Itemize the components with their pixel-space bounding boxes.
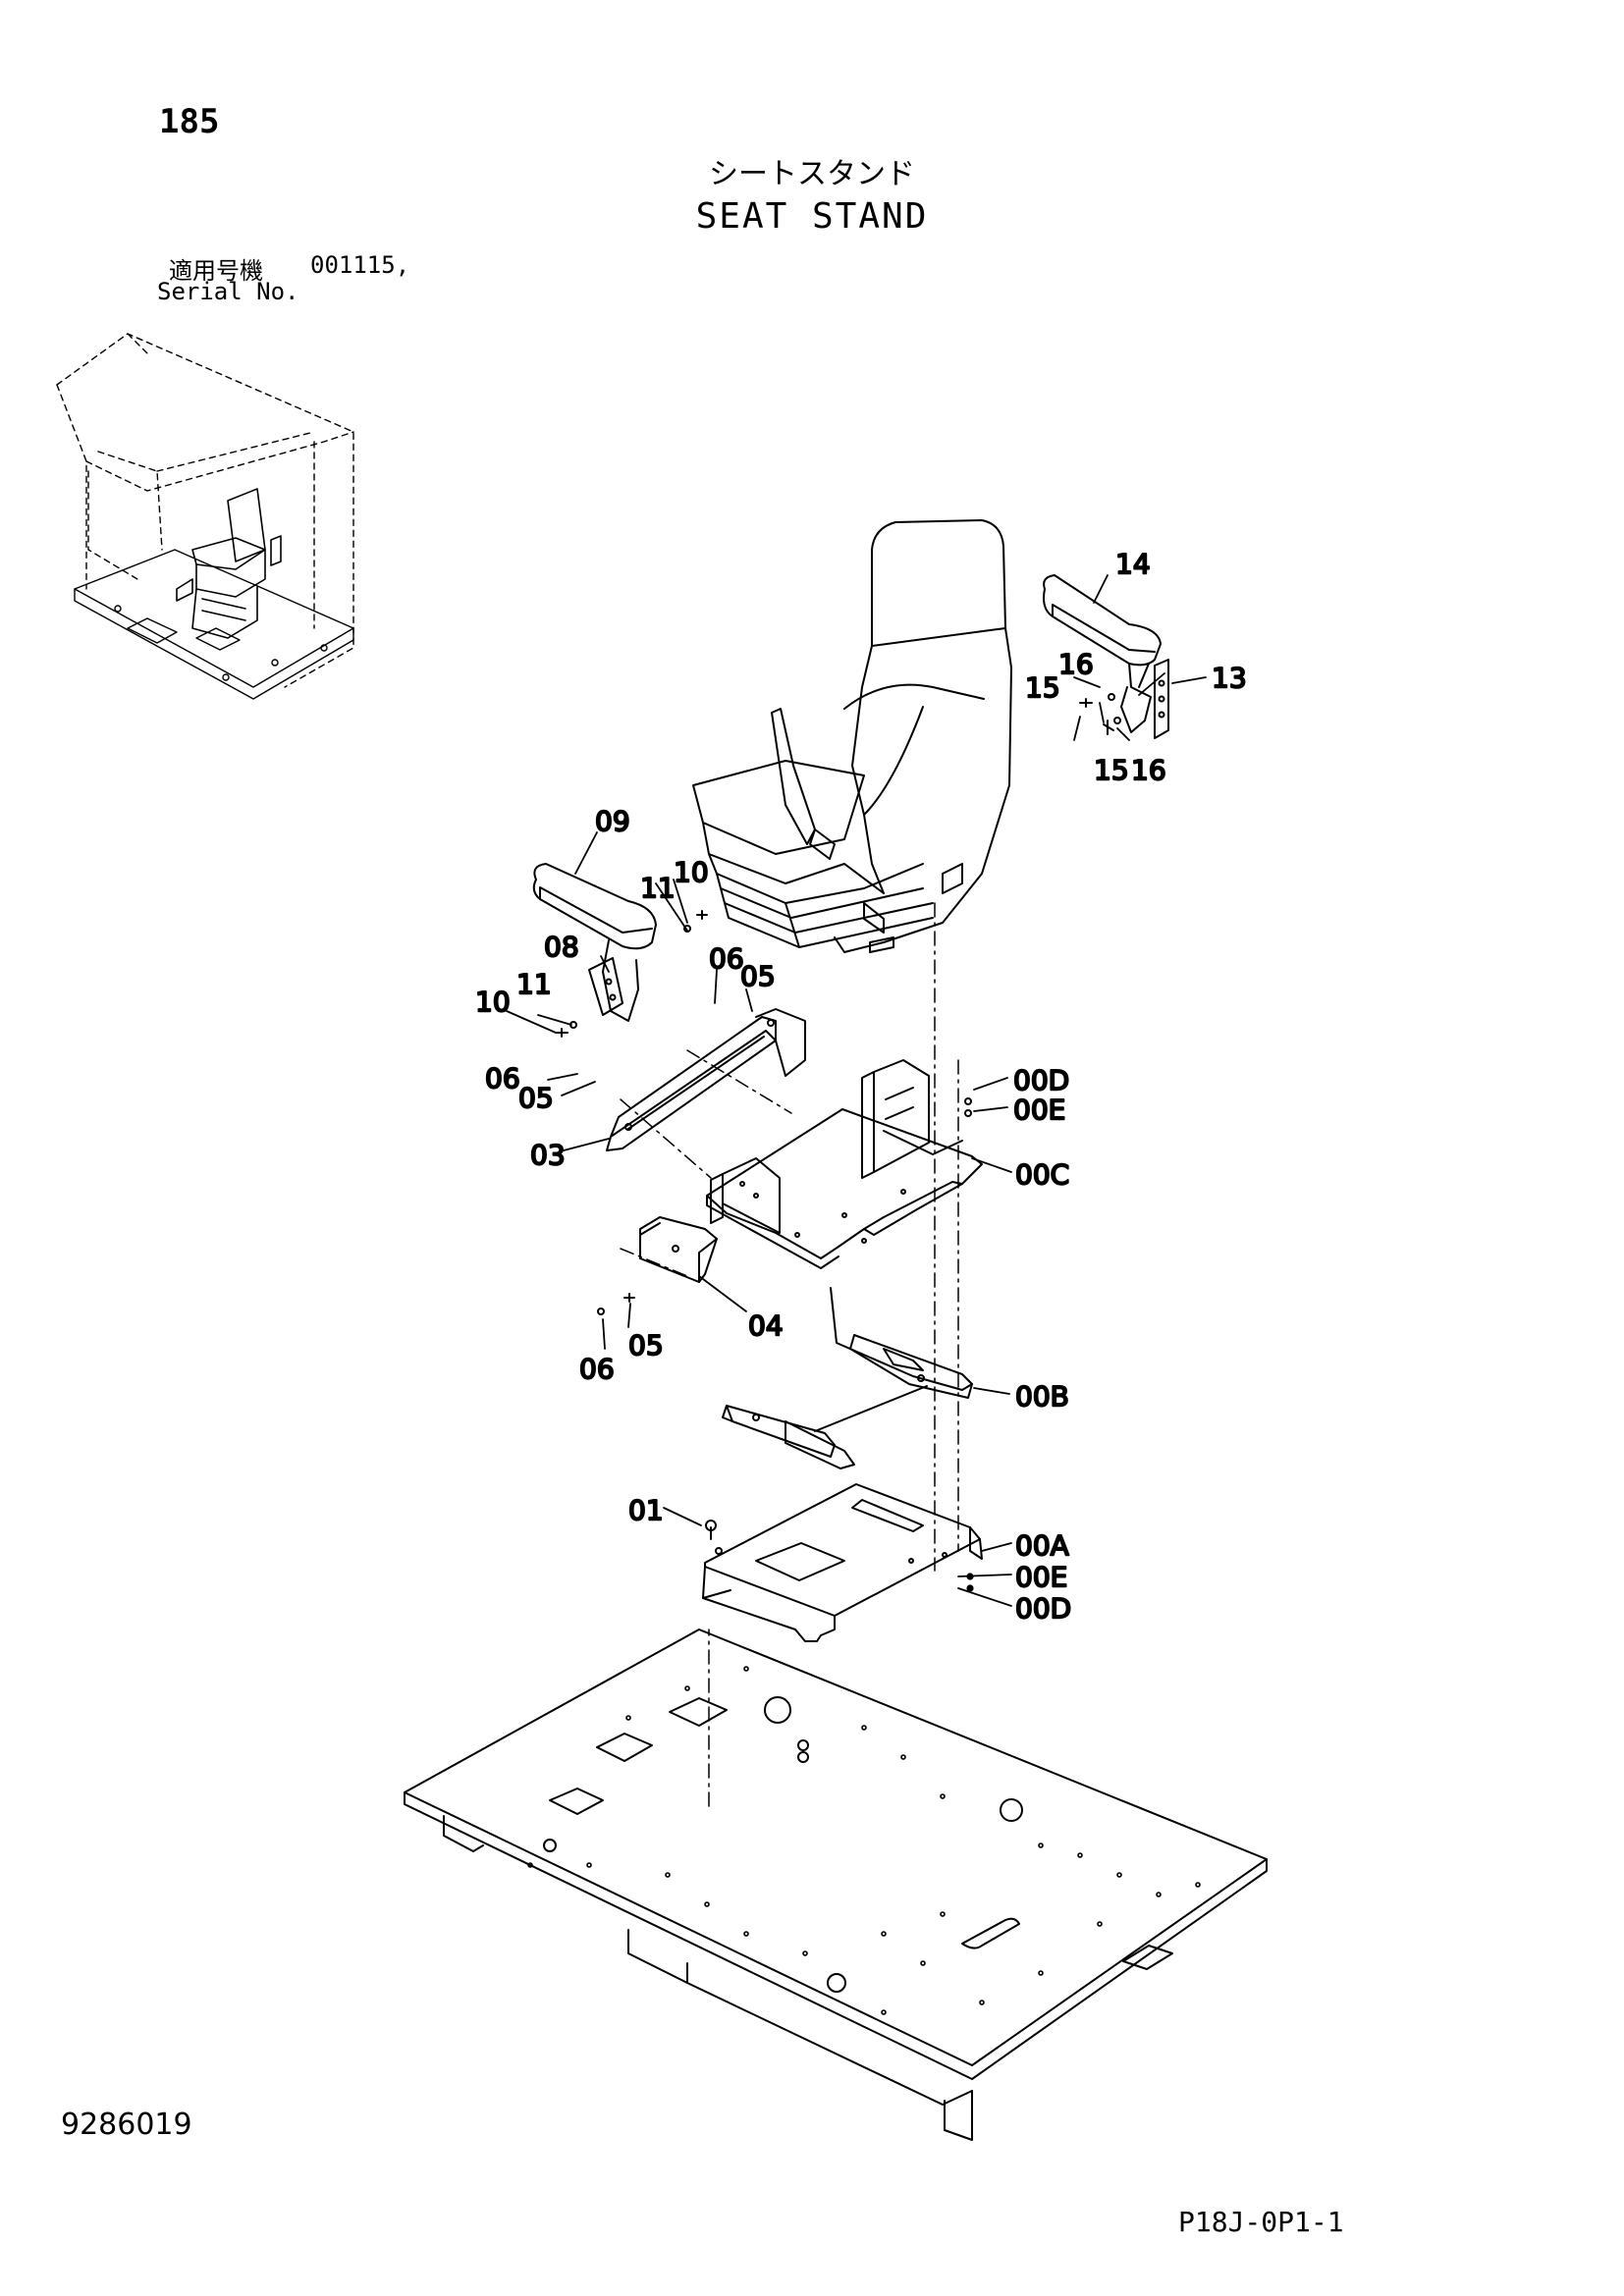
footer-code: P18J-0P1-1 xyxy=(1178,2206,1344,2238)
seat-plate-00C xyxy=(706,1059,983,1269)
locator-cab-view xyxy=(56,333,354,700)
serial-value: 001115, xyxy=(310,251,410,279)
wedge-block-04 xyxy=(597,1216,718,1315)
callout-10-lower: 10 xyxy=(475,986,511,1018)
callout-16-upper: 16 xyxy=(1058,648,1094,680)
slide-rail-03 xyxy=(606,1008,806,1151)
page-number: 185 xyxy=(159,102,220,141)
callout-14: 14 xyxy=(1115,548,1151,580)
seat-assembly xyxy=(692,519,1012,953)
callout-06-lower: 06 xyxy=(579,1353,615,1385)
callout-13: 13 xyxy=(1212,662,1247,694)
serial-label-japanese: 適用号機 xyxy=(169,257,263,285)
floor-plate xyxy=(404,1629,1268,2141)
leader-lines xyxy=(506,574,1207,1607)
assembly-guide-lines xyxy=(620,902,959,1807)
base-bracket-00A xyxy=(702,1483,983,1642)
title-english: SEAT STAND xyxy=(695,196,929,237)
callout-11-upper: 11 xyxy=(640,872,676,904)
callout-10-upper: 10 xyxy=(674,856,709,888)
callout-00B: 00B xyxy=(1015,1380,1069,1413)
serial-label-english: Serial No. xyxy=(157,278,299,305)
callout-00C: 00C xyxy=(1015,1158,1069,1191)
callout-15-lower: 15 xyxy=(1094,754,1129,786)
document-number: 9286019 xyxy=(61,2108,192,2142)
callout-01: 01 xyxy=(628,1494,664,1526)
callout-11-lower: 11 xyxy=(516,968,552,1000)
title-japanese: シートスタンド xyxy=(709,157,915,191)
callout-04: 04 xyxy=(748,1309,784,1342)
hardware-points xyxy=(966,1573,974,1592)
callout-03: 03 xyxy=(530,1139,566,1171)
callout-00A: 00A xyxy=(1015,1529,1069,1562)
callout-06-upper: 06 xyxy=(709,942,744,975)
slide-rails-00B xyxy=(722,1287,973,1469)
locator-seat xyxy=(176,488,282,639)
callout-06-middle: 06 xyxy=(485,1062,520,1095)
armrest-right xyxy=(1043,574,1169,739)
callout-09: 09 xyxy=(595,805,630,837)
callout-15-upper: 15 xyxy=(1025,671,1060,704)
callout-05-upper: 05 xyxy=(740,960,776,992)
callout-00E-upper: 00E xyxy=(1013,1094,1065,1126)
callout-08: 08 xyxy=(544,931,579,963)
callout-labels: 14 16 15 13 15 16 09 10 11 08 06 05 11 1… xyxy=(474,547,1248,1626)
callout-00D-lower: 00D xyxy=(1015,1592,1071,1625)
armrest-left xyxy=(532,863,708,1038)
callout-00E-lower: 00E xyxy=(1015,1561,1067,1593)
callout-16-lower: 16 xyxy=(1131,754,1166,786)
callout-00D-upper: 00D xyxy=(1013,1064,1069,1096)
callout-05-middle: 05 xyxy=(518,1082,554,1114)
callout-05-lower: 05 xyxy=(628,1329,664,1362)
